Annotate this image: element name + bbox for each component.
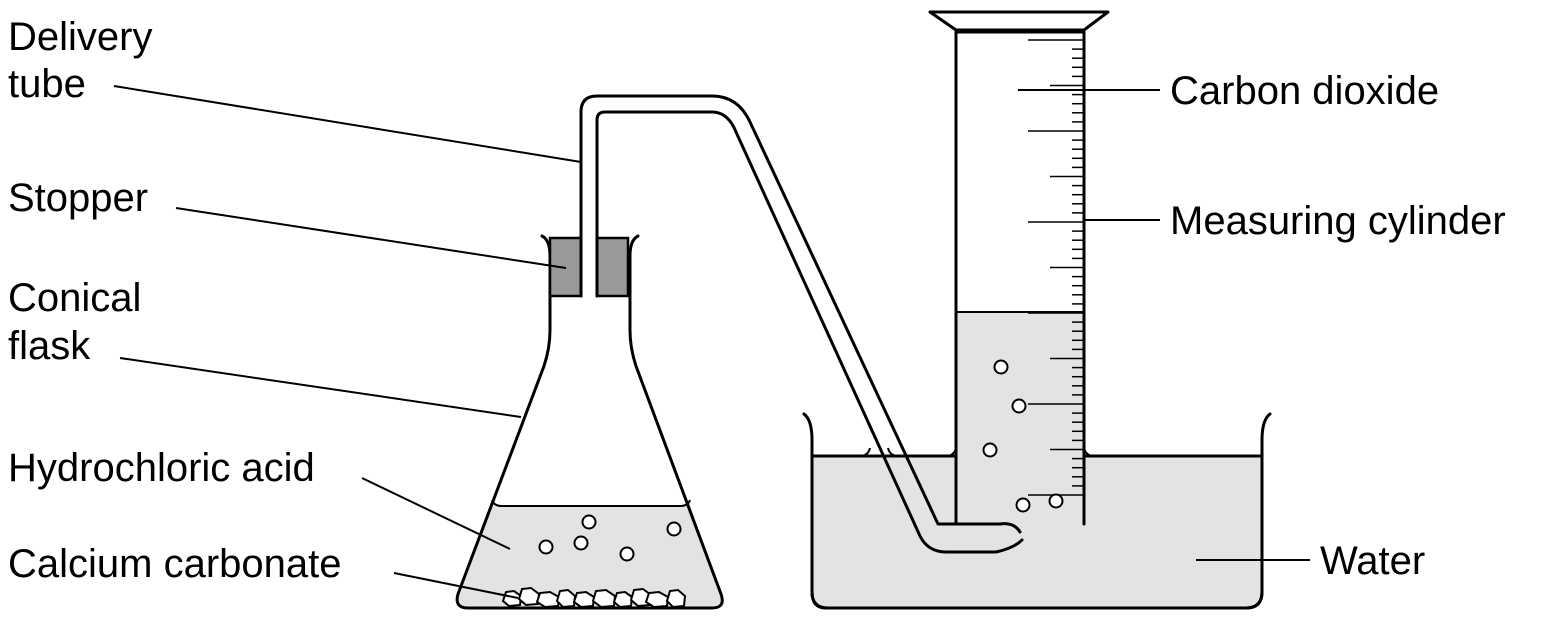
gas-bubble [982,442,998,458]
leader-hydrochloric-acid [361,477,511,550]
labels: Delivery tube Stopper Conical flask Hydr… [8,15,1506,586]
label-calcium-carbonate: Calcium carbonate [8,542,342,586]
calcium-carbonate-chips [501,586,687,609]
delivery-tube [579,94,1024,554]
trough-outline [802,412,1272,610]
bubbles [538,359,1064,562]
flask-liquid [457,506,722,608]
calcium-carbonate-chip [665,588,687,609]
label-carbon-dioxide: Carbon dioxide [1170,69,1439,113]
gas-bubble [666,521,682,537]
gas-bubble [1048,493,1064,509]
measuring-cylinder [928,10,1110,526]
cylinder-outline [954,30,1086,526]
cylinder-water [956,312,1084,524]
label-conical-flask: Conical flask [8,276,153,368]
trough-surface [812,447,1262,457]
gas-bubble [1011,398,1027,414]
label-measuring-cylinder: Measuring cylinder [1170,199,1506,243]
calcium-carbonate-chip [535,590,561,609]
gas-bubble [573,535,589,551]
calcium-carbonate-chip [612,590,634,609]
leader-lines [113,85,1310,599]
calcium-carbonate-chip [555,588,577,609]
cylinder-rim [928,10,1110,32]
conical-flask [455,234,724,610]
leader-delivery-tube [113,85,582,163]
calcium-carbonate-chip [572,590,596,609]
label-water: Water [1320,539,1425,583]
leader-calcium-carbonate [393,572,519,599]
gas-bubble [1015,497,1031,513]
gas-bubble [619,546,635,562]
label-stopper: Stopper [8,176,148,220]
flask-outline [455,234,724,610]
calcium-carbonate-chip [644,590,670,609]
gas-bubble [538,539,554,555]
cylinder-scale [1028,39,1084,496]
gas-bubble [581,514,597,530]
label-delivery-tube: Delivery tube [8,15,164,106]
leader-stopper [175,207,567,269]
label-hydrochloric-acid: Hydrochloric acid [8,446,315,490]
gas-bubble [993,359,1009,375]
leader-conical-flask [119,357,522,418]
